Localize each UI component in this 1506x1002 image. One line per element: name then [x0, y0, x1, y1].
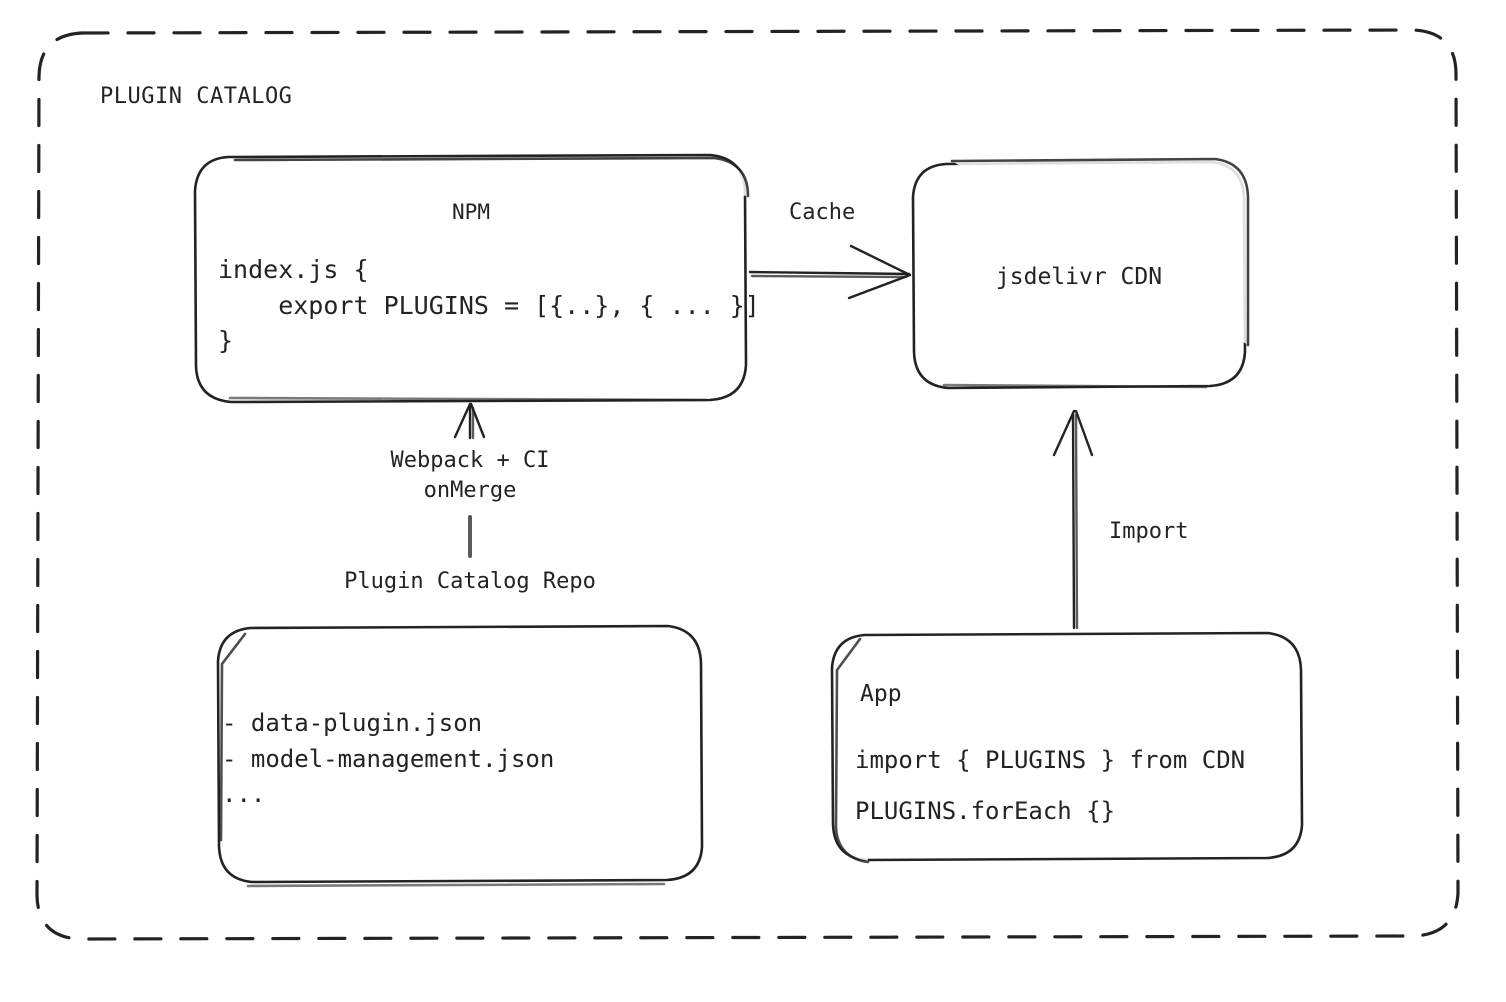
npm-node-title: NPM	[452, 200, 490, 224]
cdn-node-outline	[911, 157, 1250, 390]
repo-node-caption: Plugin Catalog Repo	[344, 569, 596, 594]
app-node-title: App	[860, 681, 902, 707]
plugin-catalog-container-border	[35, 28, 1460, 941]
webpack-edge-label: Webpack + CI onMerge	[390, 448, 550, 504]
cdn-node-title: jsdelivr CDN	[995, 264, 1163, 290]
webpack-edge-arrow	[453, 402, 486, 558]
app-code-line-2: PLUGINS.forEach {}	[855, 796, 1116, 825]
app-node-code: import { PLUGINS } from CDN PLUGINS.forEa…	[855, 735, 1245, 837]
npm-node-outline	[193, 153, 750, 404]
cache-edge-label: Cache	[789, 200, 856, 225]
cache-edge-arrow	[748, 244, 912, 300]
npm-node-code: index.js { export PLUGINS = [{..}, { ...…	[218, 255, 760, 355]
repo-node-file-list: - data-plugin.json - model-management.js…	[222, 709, 555, 809]
app-code-line-1: import { PLUGINS } from CDN	[855, 746, 1246, 774]
import-edge-arrow	[1052, 409, 1094, 630]
page-title: PLUGIN CATALOG	[100, 84, 293, 109]
repo-node-outline	[216, 624, 704, 888]
app-node-outline	[830, 631, 1304, 864]
import-edge-label: Import	[1109, 519, 1189, 544]
